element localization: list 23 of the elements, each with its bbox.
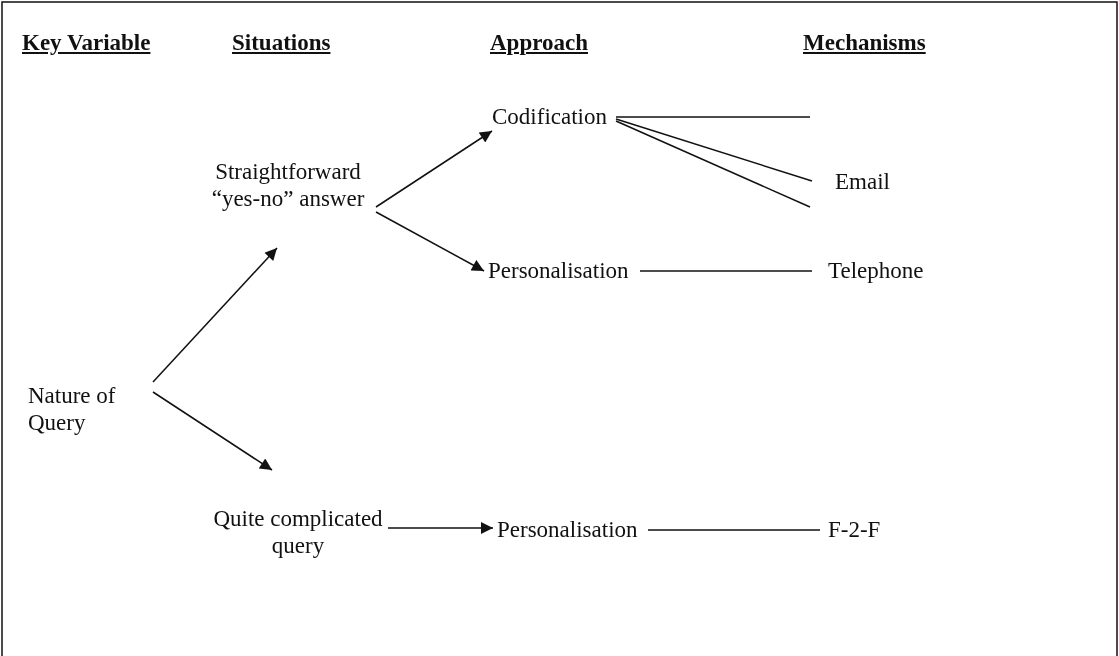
node-text: Quite complicated query [208, 470, 388, 564]
column-heading: Situations [232, 30, 331, 56]
node-text: Personalisation [493, 516, 648, 544]
node-text: F-2-F [820, 516, 900, 544]
arrow [152, 247, 278, 383]
node-text: Email [812, 168, 892, 196]
node-text: Straightforward “yes-no” answer [200, 158, 376, 248]
arrow [387, 522, 494, 534]
connector-line [615, 116, 811, 118]
column-heading: Key Variable [22, 30, 151, 56]
arrow [152, 391, 273, 471]
connector-line [615, 118, 813, 182]
arrow [375, 211, 485, 272]
column-heading: Mechanisms [803, 30, 926, 56]
node-text: Nature of Query [28, 382, 153, 438]
node-text: Codification [492, 103, 616, 131]
connector-line [615, 120, 811, 208]
arrow [375, 130, 493, 208]
node-text: Personalisation [484, 257, 640, 285]
connector-line [639, 270, 813, 272]
node-text: Telephone [812, 257, 938, 285]
column-heading: Approach [490, 30, 588, 56]
connector-line [647, 529, 821, 531]
